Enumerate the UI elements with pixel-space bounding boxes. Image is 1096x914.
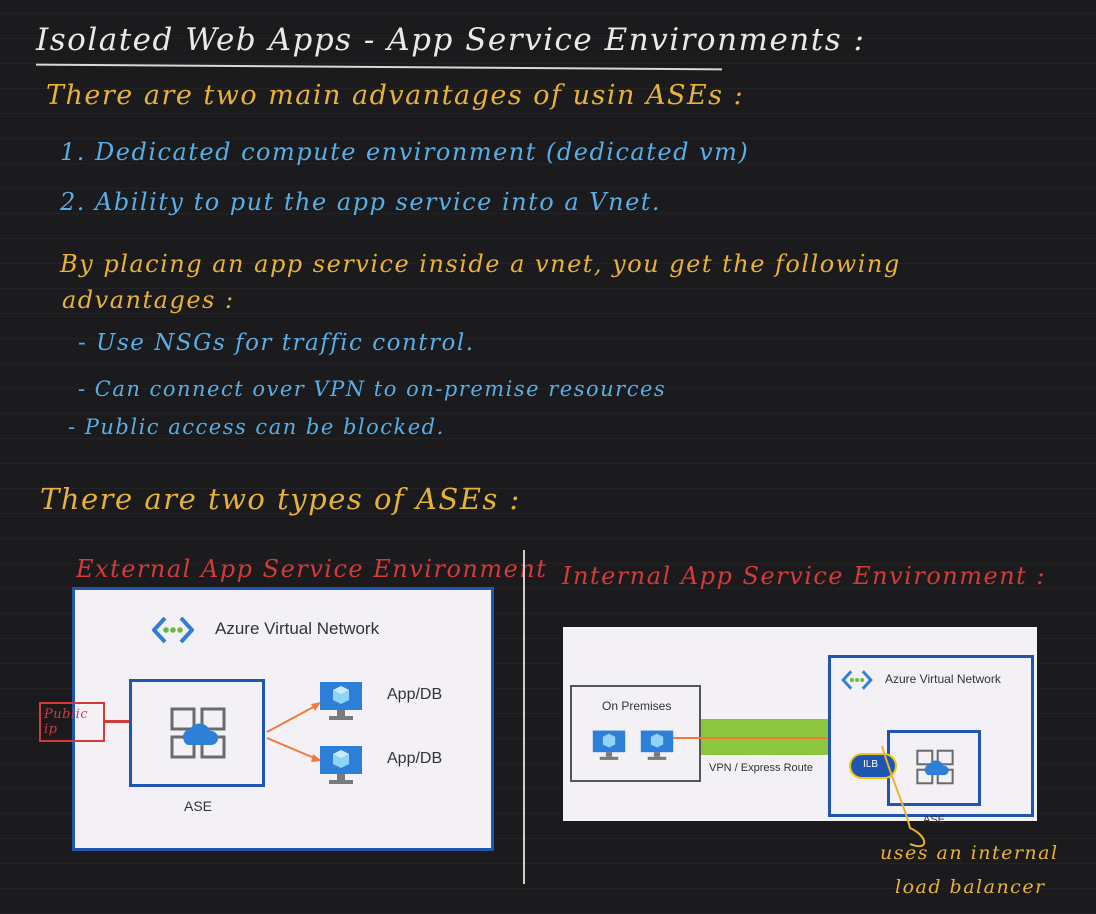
vnet-advantage-item: - Public access can be blocked. — [68, 415, 445, 439]
public-ip-label: Public ip — [44, 707, 89, 737]
intro-text: There are two main advantages of usin AS… — [46, 80, 745, 111]
ase-label: ASE — [184, 798, 213, 814]
external-heading: External App Service Environment — [76, 555, 548, 583]
vpn-label: VPN / Express Route — [709, 762, 813, 774]
ase-icon — [170, 707, 226, 759]
ilb-note-line2: load balancer — [895, 876, 1046, 898]
vnet-icon — [841, 670, 873, 690]
vnet-advantage-item: - Can connect over VPN to on-premise res… — [78, 377, 667, 401]
public-ip-box: Public ip — [39, 702, 105, 742]
vpn-arrow — [673, 733, 849, 743]
vnet-intro-line2: advantages : — [62, 286, 235, 314]
ilb-callout-line — [881, 745, 926, 847]
advantage-item: 2. Ability to put the app service into a… — [60, 188, 662, 216]
ilb-note-line1: uses an internal — [880, 842, 1059, 864]
vnet-advantage-item: - Use NSGs for traffic control. — [78, 330, 475, 356]
ase-icon — [916, 749, 954, 785]
app-db-label: App/DB — [387, 750, 443, 767]
ase-label: ASE — [923, 814, 946, 826]
network-label: Azure Virtual Network — [215, 619, 380, 638]
types-heading: There are two types of ASEs : — [40, 482, 521, 516]
internal-heading: Internal App Service Environment : — [562, 562, 1047, 590]
page-title: Isolated Web Apps - App Service Environm… — [36, 22, 866, 58]
server-icon — [592, 730, 626, 760]
on-premises-label: On Premises — [602, 699, 672, 713]
public-ip-connector — [105, 720, 129, 723]
section-divider — [523, 550, 525, 884]
vnet-intro-line1: By placing an app service inside a vnet,… — [60, 250, 901, 278]
network-label: Azure Virtual Network — [885, 672, 1001, 686]
external-ase-diagram: Azure Virtual Network ASE App/DB App/DB — [72, 587, 494, 851]
on-premises-box: On Premises — [570, 685, 701, 782]
vm-icon — [320, 682, 362, 720]
server-icon — [640, 730, 674, 760]
vnet-icon — [152, 616, 194, 644]
arrows — [266, 702, 322, 762]
ase-box — [887, 730, 981, 806]
title-underline — [36, 63, 722, 71]
app-db-label: App/DB — [387, 686, 443, 703]
ilb-label: ILB — [863, 759, 879, 770]
vm-icon — [320, 746, 362, 784]
advantage-item: 1. Dedicated compute environment (dedica… — [60, 138, 750, 166]
ase-box — [129, 679, 265, 787]
vnet-box: Azure Virtual Network ASE ILB — [828, 655, 1034, 826]
internal-ase-diagram: On Premises VPN / Express Route Azure Vi… — [563, 627, 1037, 826]
